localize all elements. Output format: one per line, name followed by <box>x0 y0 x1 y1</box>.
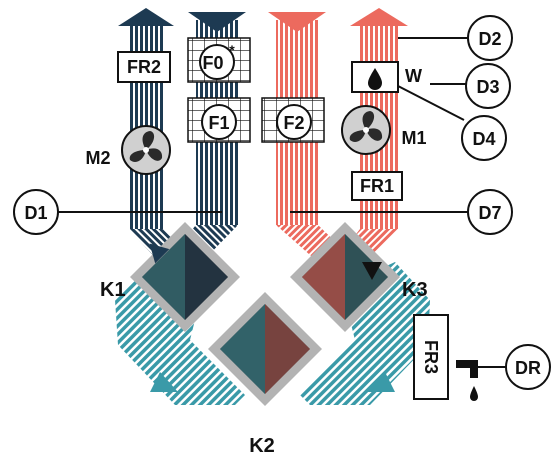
svg-text:F0: F0 <box>202 53 223 73</box>
svg-text:D4: D4 <box>472 129 495 149</box>
svg-text:D2: D2 <box>478 29 501 49</box>
callout-d7: D7 <box>467 189 513 235</box>
water-box-w: W <box>351 61 422 93</box>
svg-text:F1: F1 <box>208 113 229 133</box>
filter-fr3: FR3 <box>413 314 449 400</box>
svg-text:FR2: FR2 <box>127 57 161 77</box>
callout-d1: D1 <box>13 189 59 235</box>
filter-f1: F1 <box>187 97 251 143</box>
salmon-arrow-up-right <box>350 8 408 26</box>
leader-d4 <box>397 85 465 121</box>
svg-text:FR1: FR1 <box>360 176 394 196</box>
svg-text:D3: D3 <box>476 77 499 97</box>
teal-arrow-left <box>150 372 178 392</box>
callout-dr: DR <box>505 344 551 390</box>
filter-fr2: FR2 <box>117 51 171 83</box>
teal-arrow-right <box>367 372 395 392</box>
callout-d2: D2 <box>467 15 513 61</box>
svg-text:F2: F2 <box>283 113 304 133</box>
callout-d4: D4 <box>461 115 507 161</box>
svg-text:M1: M1 <box>401 128 426 148</box>
callout-d3: D3 <box>465 63 511 109</box>
svg-text:D1: D1 <box>24 203 47 223</box>
salmon-arrow-down-center <box>268 12 326 32</box>
svg-text:DR: DR <box>515 358 541 378</box>
fan-m1: M1 <box>341 105 427 155</box>
svg-text:*: * <box>229 42 235 58</box>
label-k1: K1 <box>100 279 126 301</box>
drain-faucet-icon <box>456 360 478 401</box>
fan-m2: M2 <box>85 125 171 175</box>
filter-f2: F2 <box>261 97 325 143</box>
navy-arrow-down-center <box>188 12 246 32</box>
filter-f0: F0 * <box>187 37 251 83</box>
svg-text:W: W <box>405 66 422 86</box>
label-k3: K3 <box>402 279 428 301</box>
fan-icon <box>129 131 163 162</box>
svg-text:M2: M2 <box>85 148 110 168</box>
core-k3 <box>290 222 400 332</box>
core-k1 <box>130 222 240 332</box>
teal-loop-right <box>300 262 430 405</box>
navy-arrow-up-left <box>118 8 174 26</box>
core-k2 <box>208 292 322 406</box>
label-k2: K2 <box>249 435 275 457</box>
water-drop-icon <box>368 68 382 90</box>
teal-loop-left <box>115 262 245 405</box>
fan-icon <box>349 111 383 142</box>
svg-text:D7: D7 <box>478 203 501 223</box>
filter-fr1: FR1 <box>351 171 403 201</box>
svg-text:FR3: FR3 <box>421 340 441 374</box>
